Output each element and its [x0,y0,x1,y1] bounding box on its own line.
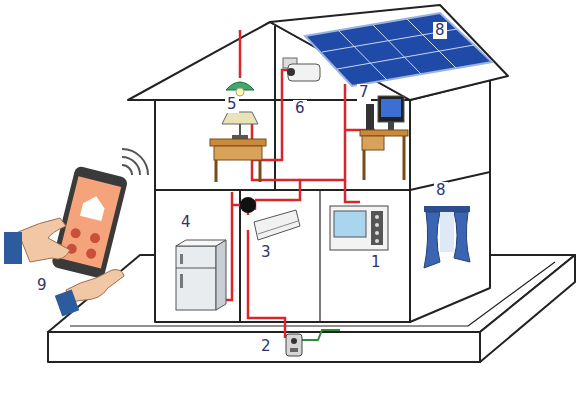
security-camera [283,58,320,81]
ceiling-lamp [226,82,254,96]
hub-dot [240,197,256,213]
control-monitor [330,206,388,250]
computer-desk [360,96,408,180]
callout-number: 9 [35,277,49,294]
air-conditioner [254,210,300,240]
callout-number: 5 [225,96,239,113]
callout-number: 8 [433,22,447,39]
ground-wire [300,330,340,340]
curtain [424,206,470,268]
callout-number: 8 [434,182,448,199]
callout-number: 3 [259,244,273,261]
solar-panel [305,13,492,86]
table-lamp [210,112,266,182]
smartphone [4,149,148,316]
callout-number: 1 [369,254,383,271]
callout-number: 2 [259,338,273,355]
doorbell [286,334,302,356]
callout-number: 4 [179,214,193,231]
wiring [215,30,375,338]
callout-number: 7 [357,84,371,101]
callout-number: 6 [293,100,307,117]
house [128,5,508,322]
refrigerator [176,240,226,310]
